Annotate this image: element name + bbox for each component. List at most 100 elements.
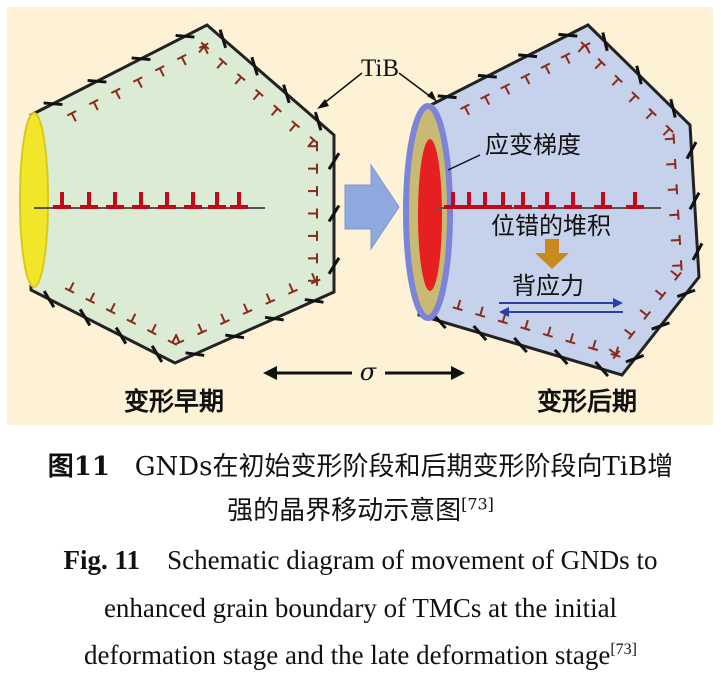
right-grain xyxy=(417,23,701,377)
boundary-tick xyxy=(185,351,205,357)
boundary-dislocation xyxy=(242,303,249,313)
label-late-stage: 变形后期 xyxy=(537,387,637,416)
boundary-dislocation xyxy=(92,101,99,111)
boundary-dislocation xyxy=(484,96,491,105)
boundary-tick xyxy=(264,315,284,322)
boundary-dislocation xyxy=(479,306,484,316)
boundary-dislocation xyxy=(670,239,680,242)
boundary-tick xyxy=(78,308,92,327)
boundary-dislocation xyxy=(234,76,242,85)
label-sigma: σ xyxy=(360,358,377,386)
boundary-dislocation xyxy=(464,106,470,116)
caption-en-line2: enhanced grain boundary of TMCs at the i… xyxy=(0,593,721,624)
pileup-to-backstress-arrow xyxy=(535,239,569,269)
boundary-tick xyxy=(553,348,569,366)
boundary-dislocation xyxy=(679,260,683,271)
right-boundary-ticks xyxy=(431,32,704,378)
boundary-tick xyxy=(42,290,56,308)
boundary-dislocation xyxy=(150,323,157,333)
tib-pointer-left-head xyxy=(317,99,329,109)
boundary-dislocation xyxy=(180,56,187,66)
boundary-tick xyxy=(43,101,63,107)
sigma-arrow-left-head xyxy=(263,366,277,380)
caption-en-text2: enhanced grain boundary of TMCs at the i… xyxy=(103,593,618,623)
caption-cn-fig-label: 图11 xyxy=(47,452,110,482)
boundary-tick xyxy=(437,94,457,100)
boundary-dislocation xyxy=(614,346,620,356)
boundary-dislocation xyxy=(70,112,77,122)
label-dislocation-pileup: 位错的堆积 xyxy=(491,212,611,240)
boundary-tick xyxy=(282,84,291,104)
caption-en-line3: deformation stage and the late deformati… xyxy=(0,640,721,671)
boundary-tick xyxy=(327,204,341,223)
boundary-dislocation xyxy=(664,137,674,141)
boundary-dislocation xyxy=(88,98,99,106)
sigma-arrow-right-head xyxy=(451,366,465,380)
boundary-dislocation xyxy=(216,60,224,69)
label-early-stage: 变形早期 xyxy=(124,387,224,416)
boundary-dislocation xyxy=(577,44,586,53)
boundary-dislocation xyxy=(252,92,261,101)
boundary-tick xyxy=(218,29,228,49)
boundary-tick xyxy=(685,141,698,160)
back-stress-arrow-left-head xyxy=(499,307,509,317)
boundary-tick xyxy=(225,333,245,340)
boundary-dislocation xyxy=(130,313,137,323)
boundary-dislocation xyxy=(110,87,121,94)
boundary-dislocation xyxy=(198,45,206,54)
boundary-tick xyxy=(327,152,341,170)
boundary-dislocation xyxy=(220,313,226,323)
boundary-tick xyxy=(625,354,645,364)
strain-gradient-zone xyxy=(418,139,442,291)
boundary-dislocation xyxy=(219,319,230,326)
caption-en-text3: deformation stage and the late deformati… xyxy=(84,640,611,670)
boundary-dislocation xyxy=(504,85,511,95)
left-dislocation-pileup xyxy=(53,192,248,209)
boundary-tick xyxy=(175,33,195,39)
boundary-dislocation xyxy=(639,309,648,317)
caption-cn-text2: 强的晶界移动示意图 xyxy=(227,496,462,526)
boundary-dislocation xyxy=(674,271,682,281)
right-dislocation-pileup xyxy=(444,192,644,209)
boundary-tick xyxy=(477,73,497,79)
boundary-dislocation xyxy=(270,107,279,117)
boundary-dislocation xyxy=(645,111,654,120)
boundary-dislocation xyxy=(158,67,165,77)
boundary-dislocation xyxy=(628,94,637,103)
boundary-tick xyxy=(513,336,528,354)
boundary-dislocation xyxy=(132,76,143,83)
caption-cn-line1: 图11 GNDs在初始变形阶段和后期变形阶段向TiB增 xyxy=(0,446,721,483)
boundary-tick xyxy=(327,257,341,275)
boundary-tick xyxy=(472,324,488,342)
boundary-tick xyxy=(518,53,538,59)
caption-en-text1: Schematic diagram of movement of GNDs to xyxy=(167,545,658,575)
boundary-dislocation xyxy=(197,323,204,333)
boundary-dislocation xyxy=(546,326,552,336)
boundary-tick xyxy=(313,111,323,131)
boundary-tick xyxy=(150,345,164,363)
boundary-tick xyxy=(688,192,701,210)
boundary-dislocation xyxy=(666,163,676,166)
left-tib-particle xyxy=(19,112,49,288)
boundary-dislocation xyxy=(265,298,276,305)
left-boundary-ticks xyxy=(42,29,341,363)
boundary-tick xyxy=(131,56,151,62)
boundary-dislocation xyxy=(218,57,228,66)
boundary-dislocation xyxy=(109,302,116,312)
boundary-dislocation xyxy=(200,41,210,50)
caption-cn-text1: GNDs在初始变形阶段和后期变形阶段向TiB增 xyxy=(134,452,674,482)
boundary-dislocation xyxy=(66,110,77,117)
boundary-dislocation xyxy=(456,299,462,309)
boundary-dislocation xyxy=(89,292,96,302)
boundary-dislocation xyxy=(592,339,597,349)
boundary-dislocation xyxy=(289,123,297,132)
caption-en-ref: [73] xyxy=(610,641,637,658)
strain-gradient-pointer xyxy=(447,154,481,171)
tib-pointer-right xyxy=(398,72,432,98)
boundary-dislocation xyxy=(524,319,529,329)
boundary-dislocation xyxy=(254,88,264,97)
tib-pointer-left xyxy=(322,72,363,105)
boundary-dislocation xyxy=(611,78,620,86)
boundary-dislocation xyxy=(68,282,75,291)
boundary-dislocation xyxy=(569,333,574,343)
